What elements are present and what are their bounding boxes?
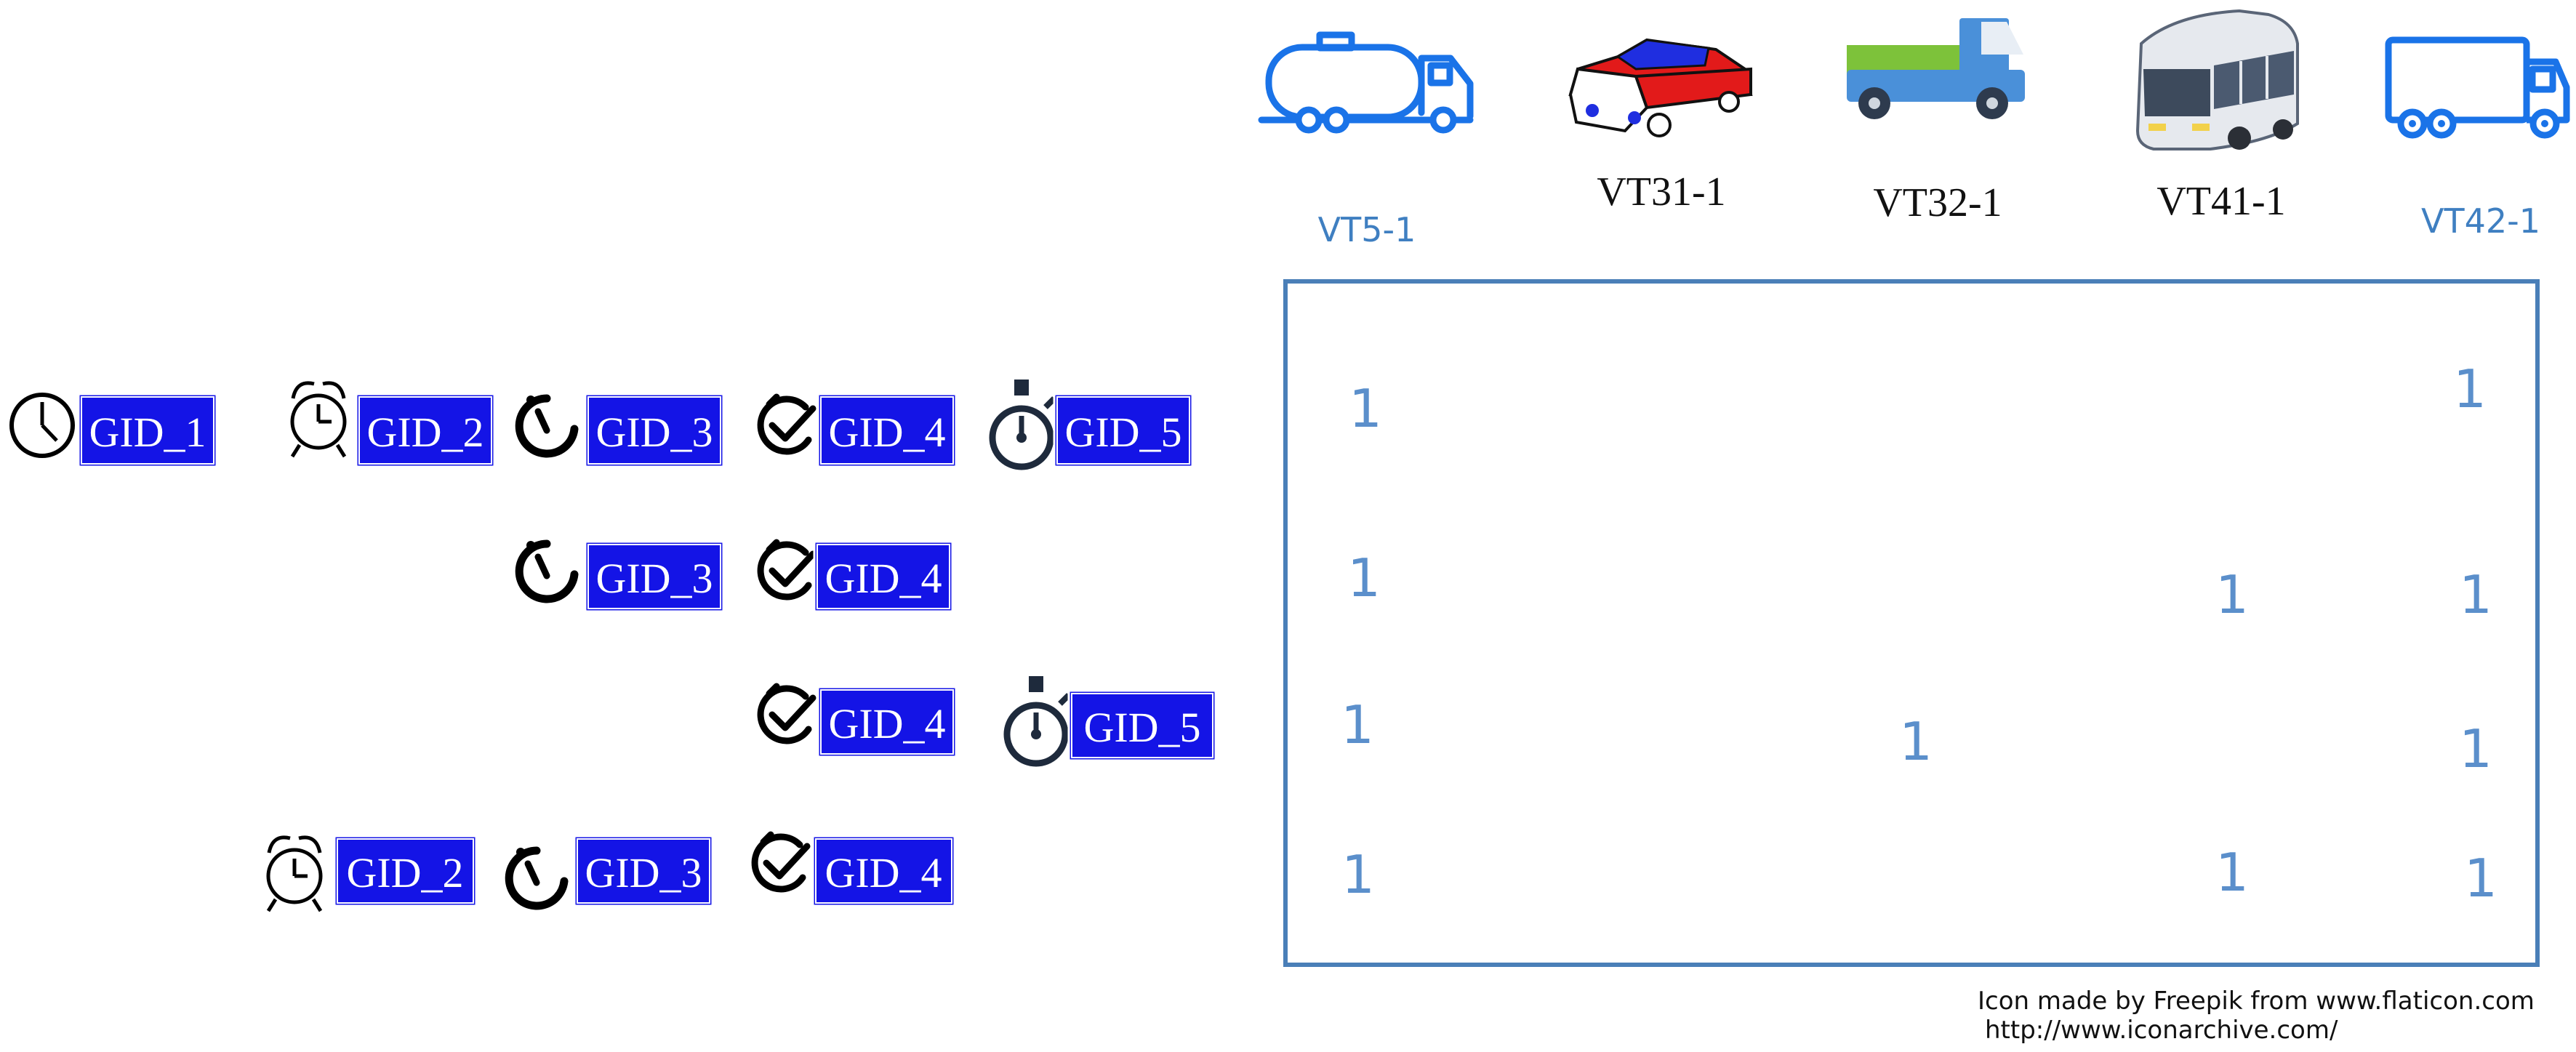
stopwatch-icon <box>1003 676 1071 767</box>
clock-check-icon <box>757 683 816 744</box>
gid-box: GID_2 <box>333 835 478 907</box>
matrix-cell: 1 <box>2453 358 2487 419</box>
matrix-cell: 1 <box>2459 564 2492 625</box>
gid-label: GID_2 <box>346 849 463 896</box>
vehicle-label-vt31: VT31-1 <box>1597 169 1725 214</box>
gid-label: GID_5 <box>1064 409 1181 456</box>
matrix-cell: 1 <box>2215 842 2249 903</box>
gid-box: GID_2 <box>355 393 496 468</box>
gid-label: GID_2 <box>366 409 483 456</box>
matrix-cell: 1 <box>1349 378 1382 439</box>
gid-box: GID_4 <box>813 540 954 613</box>
matrix-cell: 1 <box>1347 547 1381 609</box>
gid-label: GID_5 <box>1083 704 1200 751</box>
vehicle-label-vt42: VT42-1 <box>2421 201 2540 241</box>
car-icon <box>1568 38 1753 137</box>
gid-box: GID_4 <box>811 835 956 907</box>
gid-label: GID_3 <box>595 555 713 602</box>
gid-box: GID_5 <box>1067 689 1217 762</box>
clock-check-icon <box>751 831 811 893</box>
gid-label: GID_4 <box>824 555 942 602</box>
gid-box: GID_1 <box>77 393 218 468</box>
gid-label: GID_4 <box>824 849 942 896</box>
credit-line-2: http://www.iconarchive.com/ <box>1985 1016 2338 1045</box>
gid-box: GID_4 <box>816 686 958 758</box>
gid-label: GID_4 <box>828 700 945 747</box>
box-truck-icon <box>2385 36 2570 139</box>
pickup-truck-icon <box>1847 18 2025 119</box>
alarm-clock-icon <box>266 835 323 912</box>
tanker-truck-icon <box>1258 31 1474 134</box>
gid-box: GID_3 <box>584 393 725 468</box>
gid-label: GID_1 <box>89 409 206 456</box>
gid-box: GID_4 <box>816 393 958 468</box>
matrix-cell: 1 <box>1341 694 1374 755</box>
wall-clock-icon <box>9 393 75 458</box>
gid-box: GID_3 <box>584 540 725 613</box>
gid-label: GID_3 <box>585 849 702 896</box>
credit-line-1: Icon made by Freepik from www.flaticon.c… <box>1978 987 2535 1016</box>
matrix-cell: 1 <box>1341 844 1375 905</box>
vehicle-label-vt32: VT32-1 <box>1873 180 2002 225</box>
clock-check-icon <box>757 539 816 601</box>
matrix-box <box>1283 279 2540 967</box>
bus-icon <box>2135 9 2299 150</box>
vehicle-label-vt41: VT41-1 <box>2156 179 2285 224</box>
matrix-cell: 1 <box>2459 718 2492 779</box>
gid-box: GID_3 <box>573 835 714 907</box>
timer-icon <box>515 394 579 458</box>
timer-icon <box>505 846 569 910</box>
timer-icon <box>515 539 579 603</box>
stopwatch-icon <box>989 380 1056 470</box>
matrix-cell: 1 <box>2215 564 2249 625</box>
matrix-cell: 1 <box>2464 848 2497 909</box>
clock-check-icon <box>757 393 816 455</box>
vehicle-label-vt5: VT5-1 <box>1318 210 1416 249</box>
alarm-clock-icon <box>290 381 347 458</box>
gid-box: GID_5 <box>1053 393 1194 468</box>
gid-label: GID_3 <box>595 409 713 456</box>
gid-label: GID_4 <box>828 409 945 456</box>
matrix-cell: 1 <box>1899 711 1933 772</box>
